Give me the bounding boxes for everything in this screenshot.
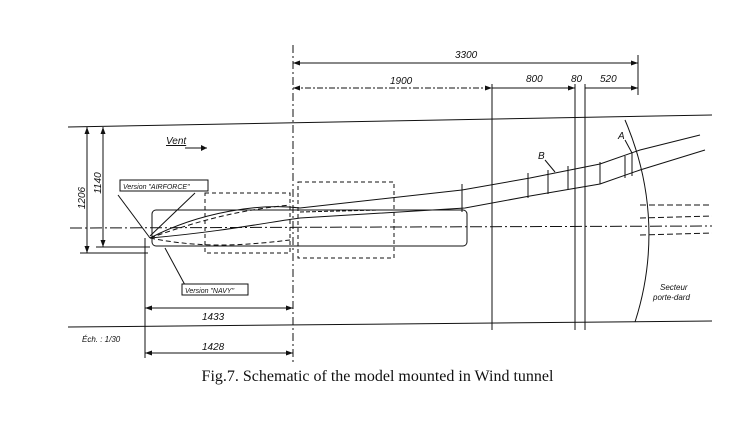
tunnel-upper-wall <box>67 114 713 128</box>
sector-arc <box>624 119 650 323</box>
dim-label-800: 800 <box>526 74 543 85</box>
tunnel-lower-wall <box>67 320 713 328</box>
dim-label-1140: 1140 <box>93 172 104 194</box>
point-b-label: B <box>538 151 545 162</box>
airforce-label-box <box>119 179 209 192</box>
figure-caption: Fig.7. Schematic of the model mounted in… <box>201 368 554 385</box>
model-fairing <box>151 209 468 247</box>
point-a-label: A <box>617 131 625 142</box>
airforce-label: Version "AIRFORCE" <box>123 184 190 191</box>
model-fuselage <box>149 134 701 239</box>
navy-label-box <box>181 283 249 296</box>
scale-label: Éch. : 1/30 <box>82 335 121 344</box>
dim-label-3300: 3300 <box>455 50 478 61</box>
support-box-left <box>204 192 291 254</box>
wind-label: Vent <box>166 136 187 147</box>
navy-label: Version "NAVY" <box>185 288 235 295</box>
tunnel-axis <box>69 225 713 229</box>
dim-label-1206: 1206 <box>77 186 88 209</box>
support-box-right <box>297 181 395 259</box>
dim-label-1433: 1433 <box>202 312 225 323</box>
sector-label-line2: porte-dard <box>652 293 690 302</box>
dim-label-80: 80 <box>571 74 583 85</box>
dim-label-1900: 1900 <box>390 76 413 87</box>
dim-label-520: 520 <box>600 74 617 85</box>
sector-label-line1: Secteur <box>660 283 688 292</box>
dim-label-1428: 1428 <box>202 342 225 353</box>
